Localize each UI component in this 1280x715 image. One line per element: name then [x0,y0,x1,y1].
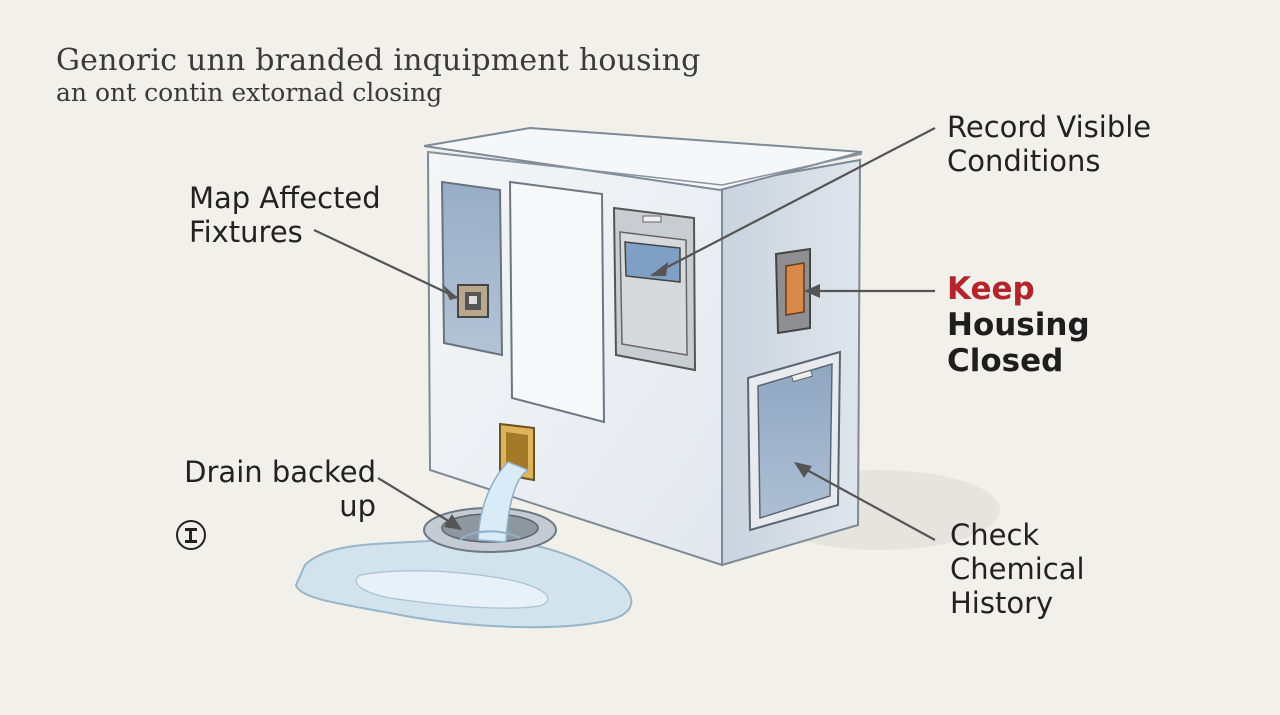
callout-record-line-1: Record Visible [947,110,1152,144]
callout-keep-line-2: Housing [947,307,1090,343]
arrow-chemical [794,462,812,478]
illustration-caption: Genoric unn branded inquipment housing a… [56,44,701,108]
callout-record-line-2: Conditions [947,144,1101,178]
leader-chemical [795,463,936,541]
arrow-map-fixtures [442,284,458,300]
leader-map-fixtures [313,229,459,299]
arrow-keep-closed [804,284,820,298]
callout-drain-line-1: Drain backed [184,455,376,489]
drain-symbol-icon [176,520,206,550]
callout-map-fixtures-line-1: Map Affected [189,181,381,215]
arrow-drain [444,514,462,530]
callout-chemical-line-2: Chemical [950,552,1085,586]
housing-switch-icon [774,247,811,335]
callout-record-conditions: Record Visible Conditions [947,110,1151,178]
callout-keep-closed: Keep Housing Closed [947,271,1090,379]
front-door [508,180,606,424]
caption-line-2: an ont contin extornad closing [56,78,443,107]
callout-chemical-line-1: Check [950,518,1040,552]
callout-drain-line-2: up [339,489,376,523]
callout-chemical-line-3: History [950,586,1054,620]
leader-record-conditions [651,127,936,276]
left-blue-panel [440,180,504,357]
callout-keep-warning-word: Keep [947,271,1035,307]
callout-keep-line-3: Closed [947,343,1064,379]
leader-drain [377,477,461,529]
leader-lines [313,127,936,541]
callout-map-fixtures: Map Affected Fixtures [189,181,381,249]
caption-line-1: Genoric unn branded inquipment housing [56,43,701,78]
callout-map-fixtures-line-2: Fixtures [189,215,303,249]
display-module [612,206,697,372]
water-overflow [294,461,633,629]
equipment-housing [423,126,863,567]
arrow-record-conditions [650,262,668,276]
fixture-port-icon [457,284,489,318]
callout-drain: Drain backed up [170,455,376,553]
callout-chemical: Check Chemical History [950,518,1085,620]
chemical-access-panel [746,350,842,532]
callout-drain-line-2-wrap: up [170,489,376,553]
